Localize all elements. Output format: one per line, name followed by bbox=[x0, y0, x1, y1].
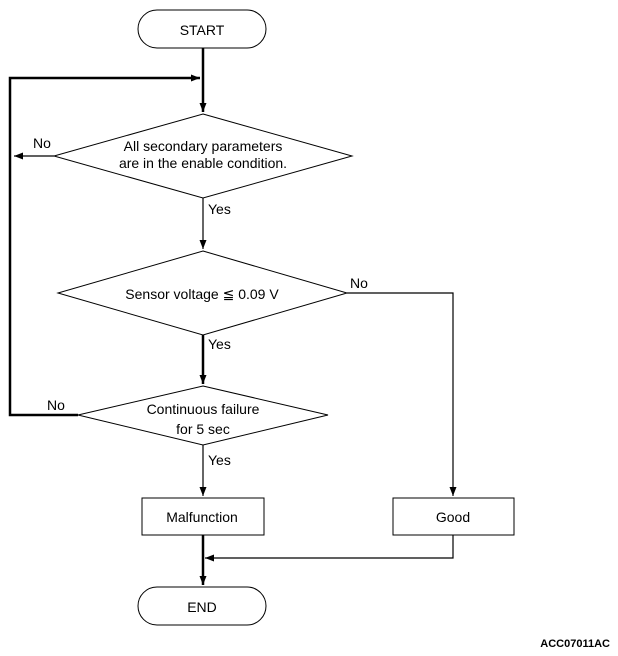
malfunction-box: Malfunction bbox=[141, 497, 265, 536]
continuous-failure-line1: Continuous failure bbox=[147, 401, 260, 417]
voltage-yes-label: Yes bbox=[208, 336, 231, 352]
malfunction-label: Malfunction bbox=[166, 509, 238, 525]
params-yes-label: Yes bbox=[208, 201, 231, 217]
params-no-label: No bbox=[33, 135, 51, 151]
enable-condition-line2: are in the enable condition. bbox=[119, 155, 287, 171]
start-terminal: START bbox=[137, 9, 267, 49]
failure-yes-label: Yes bbox=[208, 452, 231, 468]
voltage-no-connector bbox=[347, 292, 457, 496]
continuous-failure-decision: Continuous failure for 5 sec bbox=[77, 385, 329, 446]
good-merge-connector bbox=[205, 535, 454, 562]
figure-id: ACC07011AC bbox=[540, 638, 610, 650]
end-label: END bbox=[187, 599, 217, 615]
enable-condition-decision: All secondary parameters are in the enab… bbox=[52, 113, 354, 199]
failure-no-label: No bbox=[47, 397, 65, 413]
start-label: START bbox=[180, 22, 225, 38]
good-box: Good bbox=[392, 497, 515, 536]
continuous-failure-line2: for 5 sec bbox=[176, 421, 230, 437]
loop-back-connector bbox=[8, 74, 200, 417]
enable-condition-line1: All secondary parameters bbox=[124, 138, 283, 154]
end-terminal: END bbox=[137, 586, 267, 626]
voltage-no-label: No bbox=[350, 275, 368, 291]
good-label: Good bbox=[436, 509, 470, 525]
voltage-decision: Sensor voltage ≦ 0.09 V bbox=[56, 250, 349, 336]
voltage-condition-label: Sensor voltage ≦ 0.09 V bbox=[125, 286, 279, 302]
